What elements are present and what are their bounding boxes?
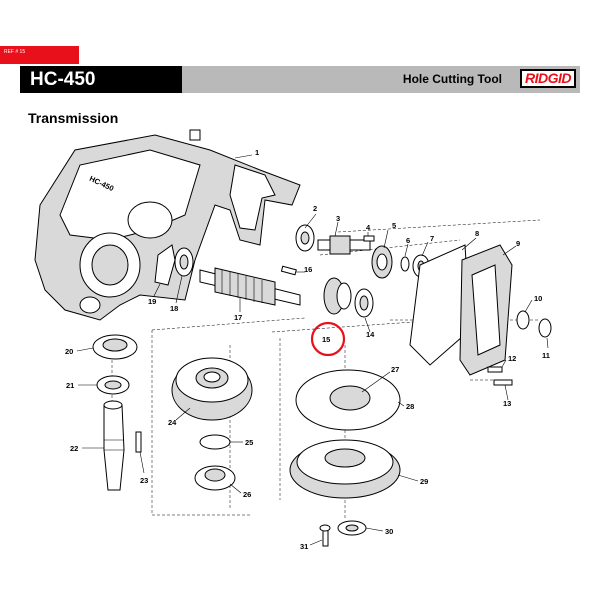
part-label-22: 22 [70,444,78,453]
part-25-ring [199,434,231,450]
brand-logo: RIDGID [520,69,576,88]
part-2-bearing [295,224,315,252]
part-19-bracket [154,244,176,286]
part-15-gear-cluster [323,277,352,315]
part-label-20: 20 [65,347,73,356]
part-label-15: 15 [322,335,330,344]
part-label-11: 11 [542,351,550,360]
part-label-4: 4 [366,223,371,232]
part-label-3: 3 [336,214,340,223]
part-label-14: 14 [366,330,375,339]
part-24-output-gear [171,357,253,421]
part-label-2: 2 [313,204,317,213]
part-label-13: 13 [503,399,511,408]
part-label-17: 17 [234,313,242,322]
part-3-shaft [317,235,371,255]
part-27-plate [329,385,371,411]
part-14-bearing [354,288,374,318]
part-12-pin [487,366,503,373]
title-bar: Hole Cutting Tool RIDGID [182,66,580,93]
part-11-ring [538,318,552,338]
part-label-10: 10 [534,294,542,303]
part-label-12: 12 [508,354,516,363]
part-label-30: 30 [385,527,393,536]
part-21-seal [96,375,130,395]
part-label-25: 25 [245,438,253,447]
part-31-screw [319,524,331,547]
part-23-key [135,431,142,453]
part-label-31: 31 [300,542,308,551]
part-5-gear [371,245,393,279]
part-label-24: 24 [168,418,177,427]
part-label-5: 5 [392,221,396,230]
part-label-18: 18 [170,304,178,313]
part-label-27: 27 [391,365,399,374]
part-22-output-shaft [103,400,125,491]
part-9-cover [459,244,513,376]
part-label-16: 16 [304,265,312,274]
part-29-gear-cover [289,439,401,499]
part-number-labels: 1 2 3 4 5 6 7 8 9 10 11 12 13 14 15 16 1… [65,148,550,551]
part-label-8: 8 [475,229,479,238]
leader-lines [76,154,549,546]
part-label-29: 29 [420,477,428,486]
part-label-6: 6 [406,236,410,245]
part-18-bearing [174,247,194,277]
part-17-worm-shaft [199,267,301,306]
tool-name: Hole Cutting Tool [402,72,502,86]
part-10-bearing [516,310,530,330]
part-label-7: 7 [430,234,434,243]
part-26-bearing [194,465,236,491]
part-1-housing: HC-450 [34,129,301,321]
header-bar: HC-450 Hole Cutting Tool RIDGID [20,66,580,93]
section-title: Transmission [28,110,119,126]
part-label-1: 1 [255,148,259,157]
part-label-26: 26 [243,490,251,499]
part-label-9: 9 [516,239,520,248]
part-label-19: 19 [148,297,156,306]
model-number: HC-450 [20,66,182,93]
part-label-28: 28 [406,402,414,411]
part-4-key [363,235,375,242]
highlight-circle [310,321,346,357]
part-8-gasket [409,244,471,366]
part-13-screw [493,379,513,386]
part-16-pin [280,265,297,276]
reference-tag: REF # 15 [0,46,79,64]
part-6-washer [400,256,410,272]
part-20-bearing [92,334,138,360]
part-30-seal [337,520,367,536]
part-label-23: 23 [140,476,148,485]
part-label-21: 21 [66,381,74,390]
